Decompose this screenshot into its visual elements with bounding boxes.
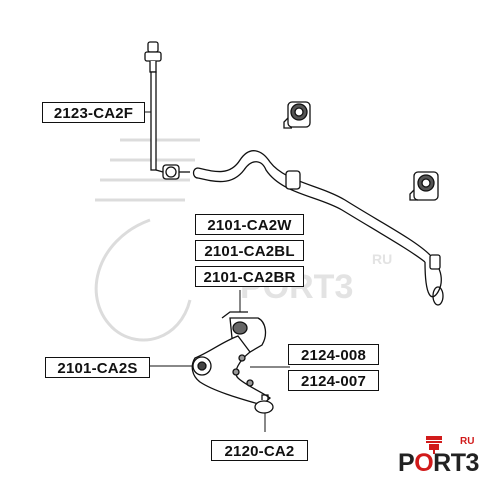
brand-logo: RU PORT3 [398,436,479,480]
label-2101-CA2BR: 2101-CA2BR [195,266,304,287]
brand-wordmark: PORT3 [398,449,479,478]
watermark [94,138,200,342]
brand-suffix: RU [460,436,475,447]
label-2123-CA2F: 2123-CA2F [42,102,145,123]
label-2124-007: 2124-007 [288,370,379,391]
piston-icon [426,436,442,454]
watermark-suffix: RU [372,251,392,267]
label-2101-CA2BL: 2101-CA2BL [195,240,304,261]
label-2120-CA2: 2120-CA2 [211,440,308,461]
label-2101-CA2S: 2101-CA2S [45,357,150,378]
brand-rest: RT3 [433,449,479,477]
leader-lines [145,111,290,432]
brand-accent: O [414,449,434,477]
control-arm-drawing [191,311,274,414]
bushing-upper-right [409,171,439,201]
label-2101-CA2W: 2101-CA2W [195,214,304,235]
bushing-upper-left [283,101,311,129]
stabilizer-bar-drawing [192,150,444,306]
label-2124-008: 2124-008 [288,344,379,365]
stabilizer-link-drawing [144,41,190,180]
brand-prefix: P [398,449,415,477]
